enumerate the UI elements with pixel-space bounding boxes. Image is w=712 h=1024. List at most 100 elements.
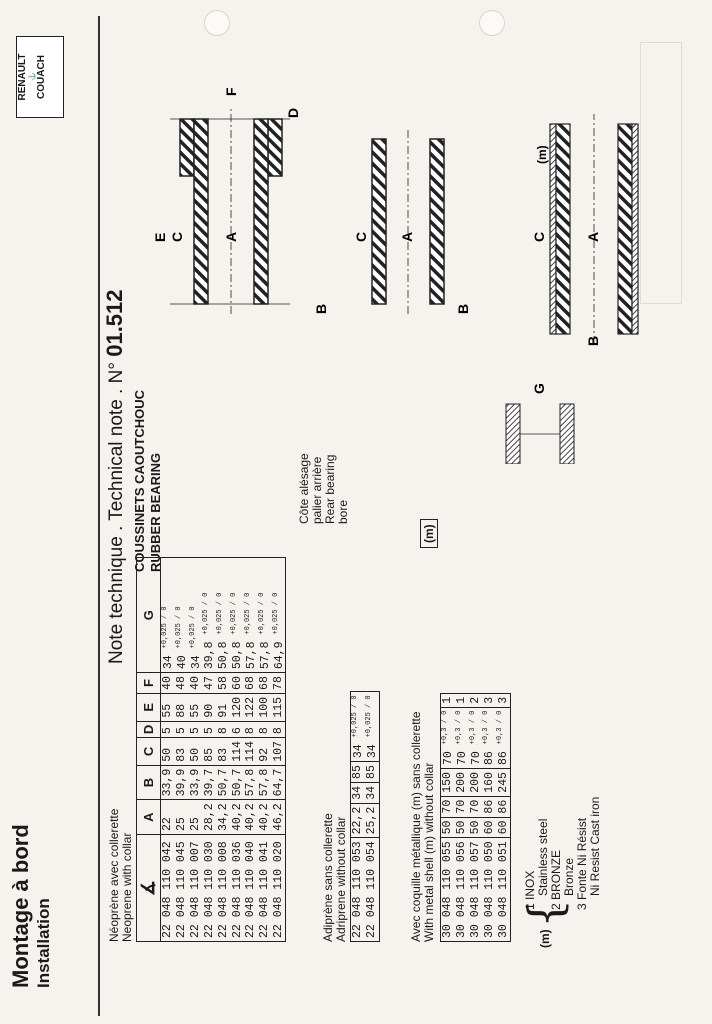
d-cell: 8 — [271, 721, 286, 738]
g-tolerance: +0,025 / 0 — [351, 695, 359, 738]
metal-shell-bottom — [631, 123, 639, 335]
material-number: 3 — [575, 903, 589, 910]
section-title-en: Installation — [34, 898, 53, 988]
plain-sleeve-bottom — [429, 138, 445, 305]
g-cell: 50,8 +0,025 / 0 — [216, 557, 231, 673]
renault-couach-logo: RENAULT ⚓ COUACH — [16, 36, 64, 118]
table3-caption: Avec coquille métallique (m) sans coller… — [409, 711, 436, 942]
g-value: 57,8 — [258, 641, 272, 670]
g-value: 50,8 — [217, 641, 231, 670]
c-cell: 50 — [160, 737, 175, 766]
e-cell: 90 — [202, 693, 217, 722]
a-cell: 28,2 — [202, 799, 217, 835]
label-f-1: F — [223, 87, 239, 96]
c-cell: 85 — [364, 761, 380, 783]
table2-caption-en: Adriprene without collar — [334, 816, 348, 942]
plain-sleeve-top — [371, 138, 387, 305]
a-cell: 50 — [454, 817, 469, 838]
g-value: 70 — [455, 751, 469, 766]
b-cell: 39,9 — [174, 765, 189, 800]
col-b-header: B — [136, 765, 161, 800]
g-cell: 34 +0,025 / 0 — [160, 557, 175, 673]
ref-cell: 22 048 110 042 — [160, 834, 175, 942]
b-cell: 50,7 — [216, 765, 231, 800]
g-cell: 86 +0,3 / 0 — [496, 707, 511, 769]
g-value: 57,8 — [244, 641, 258, 670]
e-cell: 55 — [160, 693, 175, 722]
b-cell: 86 — [496, 796, 511, 818]
g-cell: 50,8 +0,025 / 0 — [230, 557, 244, 673]
c-cell: 200 — [454, 768, 469, 797]
f-cell: 58 — [216, 672, 231, 694]
col-f-header: F — [136, 672, 161, 694]
ref-header: ∡ — [136, 834, 161, 942]
g-cell: 70 +0,3 / 0 — [454, 707, 469, 769]
c-cell: 85 — [350, 761, 365, 783]
g-tolerance: +0,3 / 0 — [468, 710, 477, 745]
a-cell: 22,2 — [350, 803, 365, 838]
g-value: 64,9 — [272, 641, 286, 670]
materials-m-label: (m) — [538, 929, 552, 948]
ref-cell: 30 048 110 050 — [482, 837, 497, 942]
g-cell: 70 +0,3 / 0 — [440, 707, 455, 769]
g-tolerance: +0,3 / 0 — [454, 710, 463, 745]
c-cell: 50 — [188, 737, 203, 766]
header-divider — [98, 16, 100, 1016]
material-fr: INOX — [523, 870, 537, 900]
b-cell: 39,7 — [202, 765, 217, 800]
sleeve-top-profile — [193, 118, 209, 305]
b-cell: 33,9 — [188, 765, 203, 800]
ref-cell: 22 048 110 020 — [271, 834, 286, 942]
b-cell: 70 — [468, 796, 483, 818]
d-cell: 5 — [174, 721, 189, 738]
b-cell: 57,8 — [257, 765, 272, 800]
e-cell: 115 — [271, 693, 286, 722]
d-cell: 5 — [188, 721, 203, 738]
g-value: 34 — [365, 744, 379, 759]
ref-cell: 30 048 110 056 — [454, 837, 469, 942]
e-cell: 55 — [188, 693, 203, 722]
a-cell: 25,2 — [364, 803, 380, 838]
a-cell: 46,2 — [271, 799, 286, 835]
drawing-with-collar — [170, 109, 290, 314]
f-cell: 47 — [202, 672, 217, 694]
g-tolerance: +0,025 / 0 — [230, 592, 239, 635]
bearing-drawings: A C E D F B A C B A C (m) B G — [152, 87, 639, 464]
b-cell: 86 — [482, 796, 497, 818]
table1-caption-en: Neoprene with collar — [120, 832, 134, 942]
f-cell: 68 — [257, 672, 272, 694]
b-cell: 70 — [440, 796, 455, 818]
a-cell: 34,2 — [216, 799, 231, 835]
c-cell: 114 — [230, 737, 244, 766]
collar-top-profile — [179, 118, 195, 177]
label-d-1: D — [285, 108, 301, 118]
m-cell: 3 — [496, 693, 511, 708]
punch-hole-left — [204, 10, 230, 36]
f-cell: 40 — [160, 672, 175, 694]
e-cell: 91 — [216, 693, 231, 722]
g-tolerance: +0,025 / 0 — [257, 592, 266, 635]
ref-cell: 22 048 110 045 — [174, 834, 189, 942]
g-value: 39,8 — [203, 641, 217, 670]
m-cell: 2 — [468, 693, 483, 708]
g-tolerance: +0,025 / 0 — [188, 606, 197, 649]
g-value: 40 — [175, 655, 189, 670]
c-cell: 200 — [468, 768, 483, 797]
f-cell: 60 — [230, 672, 244, 694]
ref-cell: 22 048 110 007 — [188, 834, 203, 942]
ref-cell: 22 048 110 041 — [257, 834, 272, 942]
c-cell: 85 — [202, 737, 217, 766]
e-cell: 120 — [230, 693, 244, 722]
bore-detail — [505, 403, 575, 464]
b-cell: 34 — [350, 782, 365, 804]
table2-caption: Adiprène sans collerette Adriprene witho… — [321, 813, 348, 942]
